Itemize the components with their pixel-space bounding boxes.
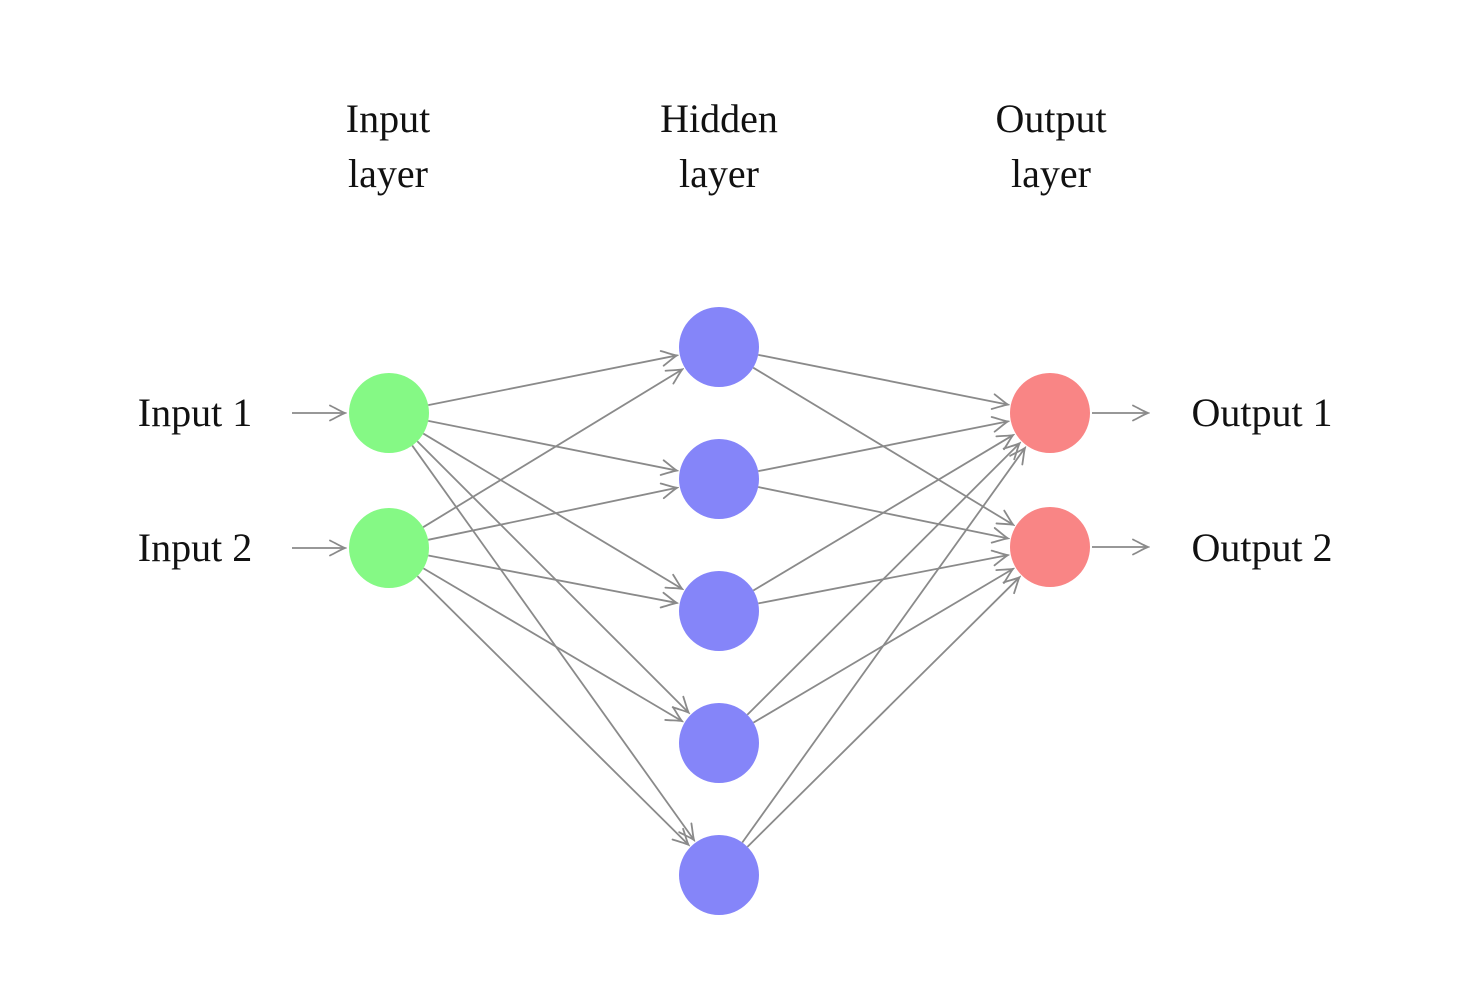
edge-input2-hidden3 [428, 554, 676, 603]
edge-input1-hidden1 [428, 355, 677, 407]
hidden-node-4 [679, 703, 759, 783]
hidden-node-2 [679, 439, 759, 519]
output-1-label: Output 1 [1191, 390, 1332, 435]
edge-input1-hidden3 [422, 432, 682, 589]
output-layer-title-line1: Output [995, 96, 1106, 141]
edge-hidden1-output1 [758, 353, 1008, 405]
output-node-2 [1010, 507, 1090, 587]
hidden-layer-title-line1: Hidden [660, 96, 778, 141]
hidden-node-1 [679, 307, 759, 387]
input-layer-title-line2: layer [348, 151, 428, 196]
edge-hidden5-output1 [741, 448, 1025, 844]
output-layer-title-line2: layer [1011, 151, 1091, 196]
output-node-1 [1010, 373, 1090, 453]
hidden-layer-title-line2: layer [679, 151, 759, 196]
edge-input1-hidden4 [416, 440, 688, 712]
edge-input1-hidden2 [428, 419, 677, 471]
edge-input2-hidden5 [416, 575, 688, 845]
edge-input2-hidden4 [422, 567, 682, 721]
edge-input2-hidden1 [422, 369, 682, 528]
hidden-node-5 [679, 835, 759, 915]
edge-hidden3-output1 [752, 435, 1013, 592]
output-2-label: Output 2 [1191, 525, 1332, 570]
label-layer: Input layer Hidden layer Output layer In… [138, 96, 1333, 570]
edge-input1-hidden5 [411, 445, 694, 840]
edge-hidden4-output1 [746, 443, 1019, 716]
input-node-2 [349, 508, 429, 588]
edge-input2-hidden2 [427, 488, 677, 541]
edge-layer [411, 353, 1025, 848]
input-node-1 [349, 373, 429, 453]
io-arrow-layer [292, 413, 1148, 548]
edge-hidden5-output2 [746, 577, 1019, 848]
input-2-label: Input 2 [138, 525, 252, 570]
input-1-label: Input 1 [138, 390, 252, 435]
edge-hidden2-output1 [758, 421, 1008, 473]
input-layer-title-line1: Input [346, 96, 430, 141]
node-layer [349, 307, 1090, 915]
hidden-node-3 [679, 571, 759, 651]
